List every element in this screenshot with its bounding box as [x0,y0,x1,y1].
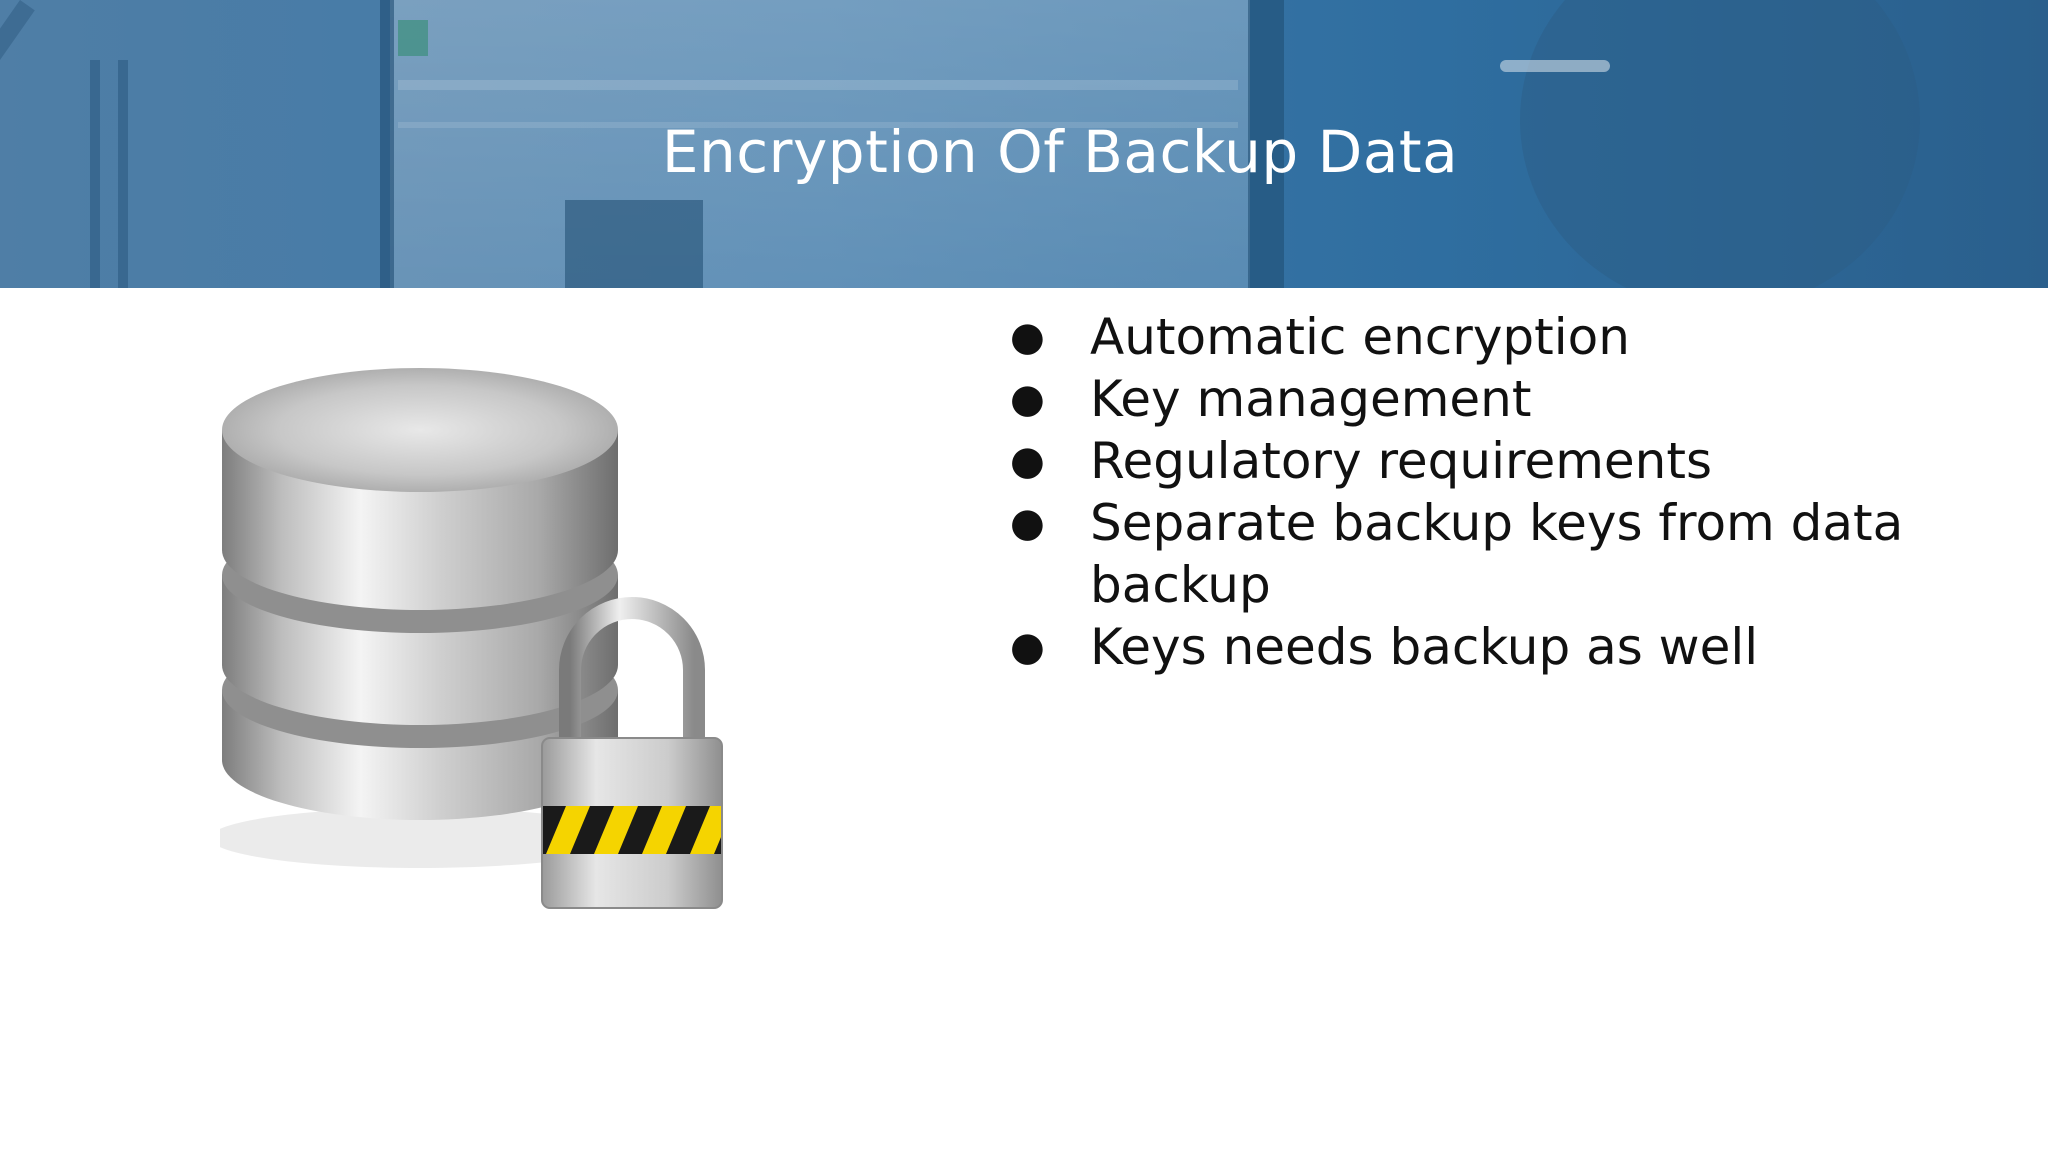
bullet-item: ● Keys needs backup as well [1000,616,2000,678]
bullet-item: ● Key management [1000,368,2000,430]
bullet-item: ● Regulatory requirements [1000,430,2000,492]
slide-title: Encryption Of Backup Data [661,118,1459,186]
bullet-list: ● Automatic encryption ● Key management ● R… [1000,306,2000,678]
bullet-text: Regulatory requirements [1090,432,1713,490]
bullet-text: Keys needs backup as well [1090,618,1759,676]
bullet-text: Key management [1090,370,1532,428]
bullet-text: Automatic encryption [1090,308,1630,366]
bullet-item: ● Separate backup keys from data backup [1000,492,2000,616]
bullet-text: Separate backup keys from data backup [1090,494,1904,614]
header-background-image [0,0,1920,288]
bullet-dot-icon: ● [1010,500,1045,546]
bullet-dot-icon: ● [1010,624,1045,670]
bullet-dot-icon: ● [1010,438,1045,484]
bullet-item: ● Automatic encryption [1000,306,2000,368]
bullet-dot-icon: ● [1010,314,1045,360]
header-banner: Encryption Of Backup Data [0,0,2048,288]
database-icon [210,368,723,909]
bullet-dot-icon: ● [1010,376,1045,422]
database-lock-icon [210,360,780,920]
